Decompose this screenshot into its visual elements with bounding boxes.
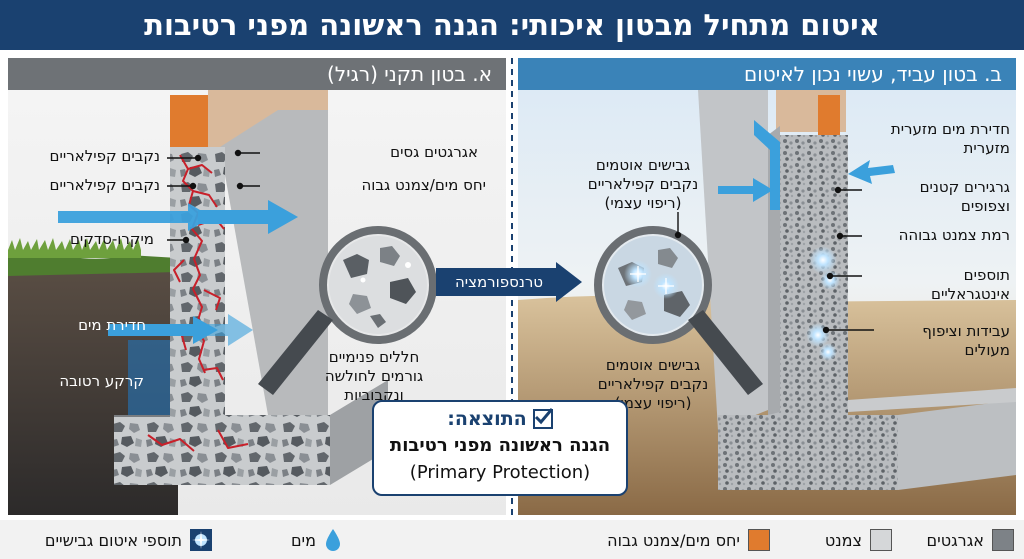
legend-item-high-wc: יחס מים/צמנט גבוה <box>607 528 770 552</box>
legend-label-aggregates: אגרגטים <box>926 530 984 550</box>
checkbox-check-icon <box>532 408 553 429</box>
label-integral-additives-line1: תוספים <box>963 266 1010 284</box>
crystal-sparkle-icon <box>190 529 212 551</box>
high-wc-swatch <box>748 529 770 551</box>
label-wet-soil: קרקע רטובה <box>59 372 144 390</box>
label-sealing-crystals-line3: (ריפוי עצמי) <box>604 194 682 212</box>
label-voids-line1: חללים פנימיים <box>328 348 420 366</box>
legend-label-crystal-additives: תוספי איטום גבישיים <box>44 530 182 550</box>
label-fine-aggregates-line2: וצפופים <box>960 197 1010 215</box>
label-high-wc-ratio: יחס מים/צמנט גבוה <box>361 176 486 194</box>
label-high-cement: רמת צמנט גבוהה <box>898 226 1010 244</box>
transformation-label: טרנספורמציה <box>454 273 544 291</box>
label-micro-cracks: מיקרו-סדקים <box>69 230 154 248</box>
left-panel: נקבים קפילאריים נקבים קפילאריים מיקרו-סד… <box>8 90 506 515</box>
label-water-penetration: חדירת מים <box>78 316 146 334</box>
label-sealing-crystals-bottom-line2: נקבים קפילאריים <box>597 375 709 393</box>
legend-label-cement: צמנט <box>824 530 862 550</box>
label-sealing-crystals-line1: גבישים אוטמים <box>595 156 691 174</box>
legend-item-cement: צמנט <box>825 528 892 552</box>
legend: אגרגטים צמנט יחס מים/צמנט גבוה מים תוספי… <box>0 520 1024 559</box>
legend-item-aggregates: אגרגטים <box>927 528 1014 552</box>
page-title: איטום מתחיל מבטון איכותי: הגנה ראשונה מפ… <box>144 8 880 42</box>
result-heading-row: התוצאה: <box>374 406 626 432</box>
standard-concrete-illustration <box>8 90 506 515</box>
label-workability-line1: עבידות וציפוף <box>922 322 1010 340</box>
label-voids-line3: ונקבוביות <box>344 386 404 404</box>
left-panel-header-text: א. בטון תקני (רגיל) <box>326 62 492 86</box>
label-workability-line2: מעולים <box>964 341 1011 359</box>
right-panel: גבישים אוטמים נקבים קפילאריים (ריפוי עצמ… <box>518 90 1016 515</box>
label-minimal-water-line1: חדירת מים מזערית <box>890 120 1010 138</box>
legend-item-crystal-additives: תוספי איטום גבישיים <box>45 528 212 552</box>
title-bar <box>0 0 1024 50</box>
result-heading: התוצאה: <box>447 408 527 430</box>
transformation-arrow <box>436 262 582 302</box>
left-panel-header: א. בטון תקני (רגיל) <box>8 58 506 90</box>
water-drop-icon <box>324 528 342 552</box>
legend-item-water: מים <box>291 528 342 552</box>
result-line2: (Primary Protection) <box>409 462 591 483</box>
legend-label-high-wc: יחס מים/צמנט גבוה <box>607 530 740 550</box>
label-sealing-crystals-bottom-line3: (ריפוי עצמי) <box>614 394 692 412</box>
label-coarse-aggregates: אגרגטים גסים <box>390 143 478 161</box>
label-fine-aggregates-line1: גרגירים קטנים <box>919 178 1010 196</box>
result-box: התוצאה: הגנה ראשונה מפני רטיבות (Primary… <box>372 400 628 496</box>
cement-swatch <box>870 529 892 551</box>
label-capillary-pores-2: נקבים קפילאריים <box>49 176 160 194</box>
improved-concrete-illustration <box>518 90 1016 515</box>
right-panel-header-text: ב. בטון עביד, עשוי נכון לאיטום <box>744 62 1002 86</box>
label-voids-line2: גורמים לחולשה <box>324 367 424 385</box>
label-integral-additives-line2: אינטגראליים <box>931 285 1010 303</box>
label-capillary-pores-1: נקבים קפילאריים <box>49 147 160 165</box>
label-sealing-crystals-line2: נקבים קפילאריים <box>587 175 699 193</box>
legend-label-water: מים <box>290 530 316 550</box>
label-minimal-water-line2: מזערית <box>963 139 1010 157</box>
label-sealing-crystals-bottom-line1: גבישים אוטמים <box>605 356 701 374</box>
aggregates-swatch <box>992 529 1014 551</box>
right-panel-header: ב. בטון עביד, עשוי נכון לאיטום <box>518 58 1016 90</box>
result-line1: הגנה ראשונה מפני רטיבות <box>389 435 611 456</box>
